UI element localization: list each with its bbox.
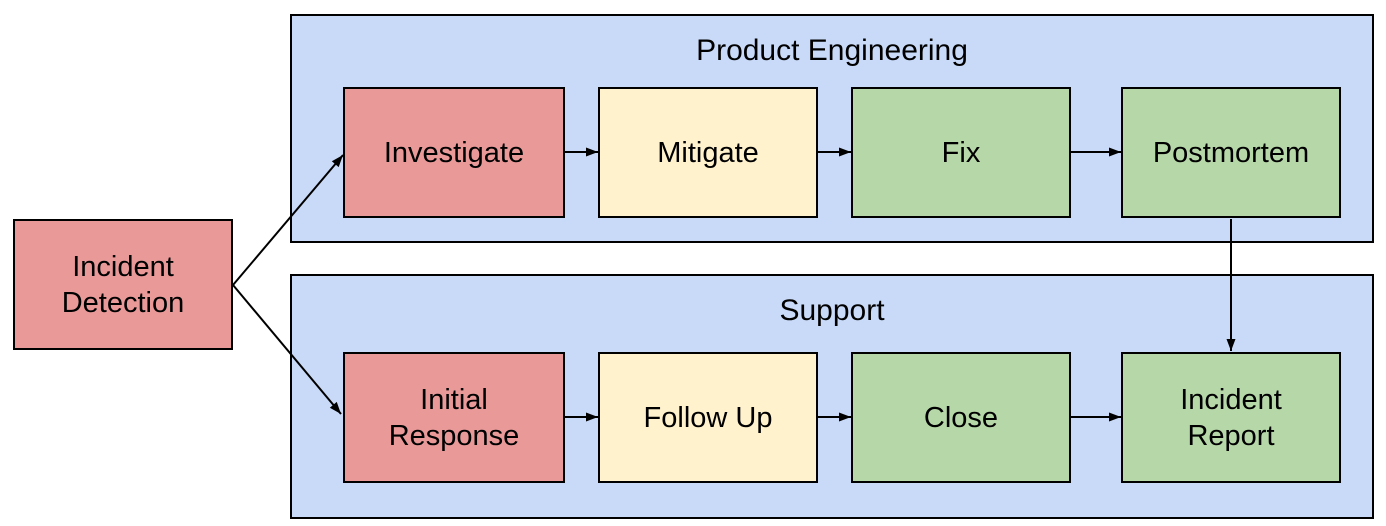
node-initial-response: Initial Response <box>343 352 565 483</box>
node-incident-report: Incident Report <box>1121 352 1341 483</box>
node-postmortem-label: Postmortem <box>1152 136 1310 169</box>
node-close-label: Close <box>923 401 999 434</box>
node-investigate: Investigate <box>343 87 565 218</box>
node-incident-detection-label: Incident Detection <box>61 250 185 319</box>
node-incident-report-label: Incident Report <box>1180 383 1282 452</box>
node-follow-up-label: Follow Up <box>643 401 773 434</box>
node-fix: Fix <box>851 87 1071 218</box>
lane-product-engineering-title: Product Engineering <box>696 34 968 67</box>
node-mitigate: Mitigate <box>598 87 818 218</box>
node-postmortem: Postmortem <box>1121 87 1341 218</box>
node-mitigate-label: Mitigate <box>657 136 759 169</box>
node-close: Close <box>851 352 1071 483</box>
node-incident-detection: Incident Detection <box>13 219 233 350</box>
lane-support-title: Support <box>779 294 885 327</box>
node-fix-label: Fix <box>941 136 981 169</box>
node-initial-response-label: Initial Response <box>388 383 520 452</box>
node-investigate-label: Investigate <box>383 136 525 169</box>
node-follow-up: Follow Up <box>598 352 818 483</box>
